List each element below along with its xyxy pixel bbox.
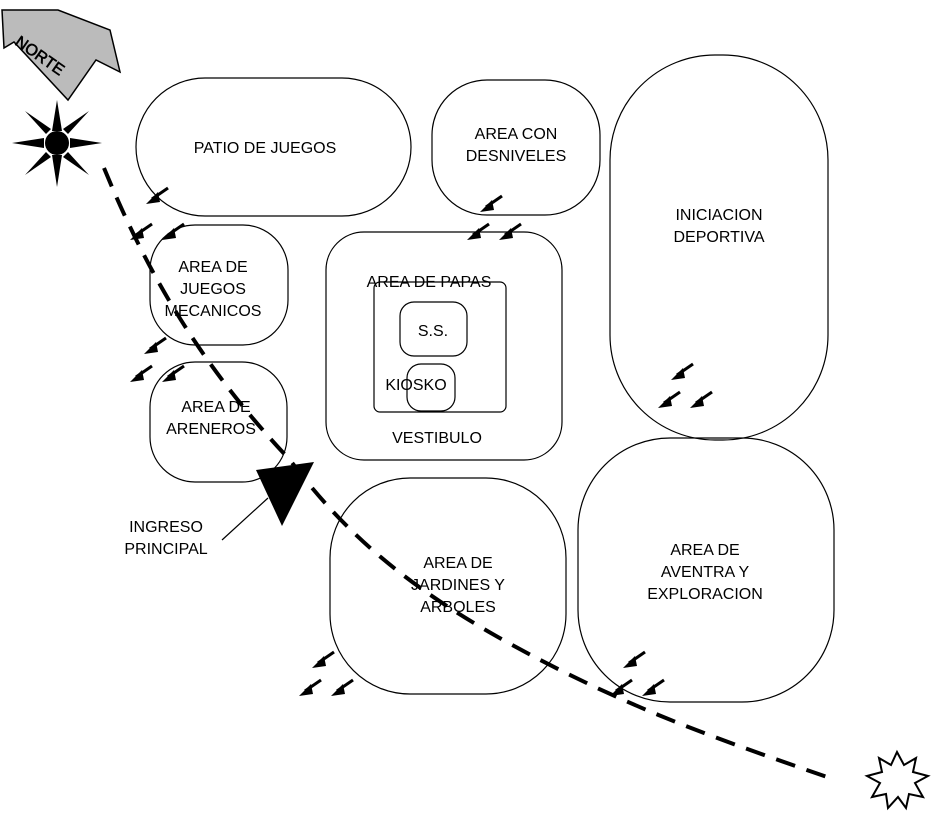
wind-arrows-jardines xyxy=(297,650,355,698)
label-desniveles-line1: AREA CON xyxy=(475,126,558,143)
wind-arrows-mecanicos xyxy=(128,336,186,384)
label-vestibulo: VESTIBULO xyxy=(392,430,482,447)
label-ingreso-line2: PRINCIPAL xyxy=(124,541,207,558)
label-areneros-line1: AREA DE xyxy=(181,399,250,416)
main-entrance-triangle-icon xyxy=(256,462,314,526)
zone-area-de-papas xyxy=(373,281,507,413)
wind-arrow-icon xyxy=(128,364,154,384)
zone-jardines-y-arboles xyxy=(329,477,567,695)
label-desniveles-line2: DESNIVELES xyxy=(466,148,566,165)
wind-arrow-icon xyxy=(329,678,355,698)
wind-arrow-icon xyxy=(160,222,186,242)
north-arrow-icon xyxy=(1,9,122,102)
zone-area-con-desniveles xyxy=(431,79,601,216)
wind-arrows-desniveles xyxy=(465,194,523,242)
zone-patio-de-juegos xyxy=(135,77,412,217)
label-patio-de-juegos: PATIO DE JUEGOS xyxy=(194,140,337,157)
wind-arrow-icon xyxy=(669,362,695,382)
label-iniciacion-line1: INICIACION xyxy=(675,207,762,224)
label-ingreso-line1: INGRESO xyxy=(129,519,203,536)
wind-arrow-icon xyxy=(478,194,504,214)
zone-area-juegos-mecanicos xyxy=(149,224,289,346)
wind-arrow-icon xyxy=(160,364,186,384)
wind-arrow-icon xyxy=(310,650,336,670)
label-area-de-papas: AREA DE PAPAS xyxy=(367,274,492,291)
wind-arrow-icon xyxy=(640,678,666,698)
label-kiosko: KIOSKO xyxy=(385,377,446,394)
label-areneros-line2: ARENEROS xyxy=(166,421,256,438)
wind-arrows-patio xyxy=(128,186,186,242)
zone-vestibulo xyxy=(325,231,563,461)
wind-arrow-icon xyxy=(144,186,170,206)
label-jardines-line2: JARDINES Y xyxy=(411,577,505,594)
label-aventura-line1: AREA DE xyxy=(670,542,739,559)
label-mecanicos-line1: AREA DE xyxy=(178,259,247,276)
wind-arrow-icon xyxy=(656,390,682,410)
wind-arrow-icon xyxy=(142,336,168,356)
label-jardines-line1: AREA DE xyxy=(423,555,492,572)
label-mecanicos-line3: MECANICOS xyxy=(165,303,262,320)
wind-arrow-icon xyxy=(688,390,714,410)
label-iniciacion-line2: DEPORTIVA xyxy=(674,229,765,246)
wind-arrows-iniciacion xyxy=(656,362,714,410)
label-aventura-line2: AVENTRA Y xyxy=(661,564,750,581)
zone-aventura-y-exploracion xyxy=(577,437,835,703)
sun-icon xyxy=(12,100,102,187)
ingreso-leader-line xyxy=(221,497,269,541)
label-ss: S.S. xyxy=(418,323,448,340)
wind-arrow-icon xyxy=(297,678,323,698)
sunset-star-icon xyxy=(864,749,931,811)
label-mecanicos-line2: JUEGOS xyxy=(180,281,246,298)
wind-arrows-aventura xyxy=(608,650,666,698)
zone-areneros xyxy=(149,361,288,483)
zone-iniciacion-deportiva xyxy=(609,54,829,441)
north-arrow: NORTE xyxy=(1,9,122,102)
sun-path-dashed-line xyxy=(102,167,831,780)
wind-arrow-icon xyxy=(621,650,647,670)
zone-ss xyxy=(399,301,468,357)
zone-kiosko xyxy=(406,363,456,412)
label-aventura-line3: EXPLORACION xyxy=(647,586,763,603)
